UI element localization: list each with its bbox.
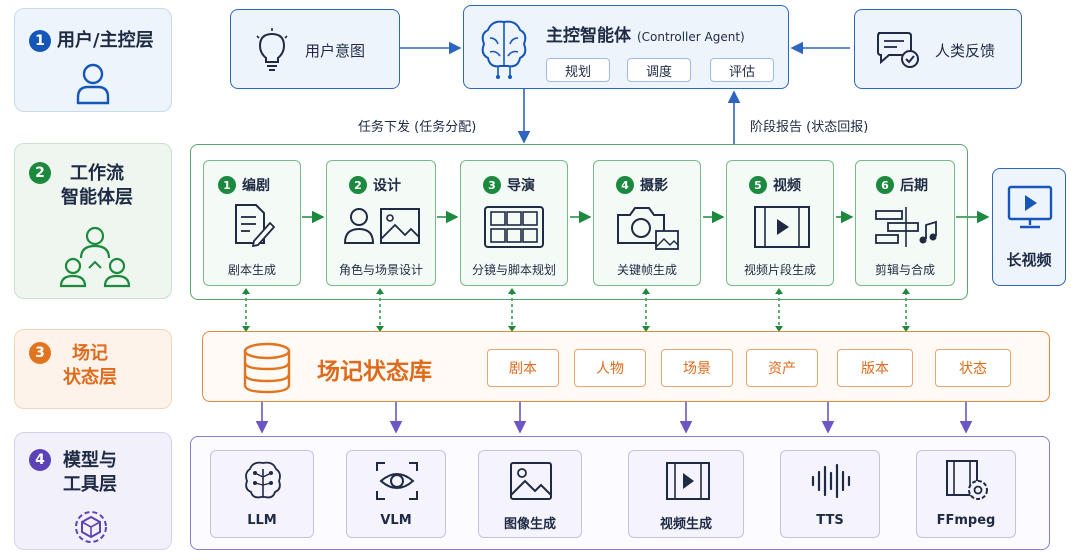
film-gear-icon: [946, 460, 988, 500]
step-number: 5: [749, 176, 767, 194]
model-label: FFmpeg: [936, 513, 996, 528]
database-icon: [243, 342, 291, 394]
step-number: 3: [483, 176, 501, 194]
model-tool-frame: [190, 436, 1050, 550]
model-label: TTS: [816, 513, 844, 528]
pill-evaluate: 评估: [710, 58, 774, 82]
step-cinematography: 4 摄影 关键帧生成: [593, 160, 701, 286]
step-number: 2: [349, 176, 367, 194]
layer-1-number: 1: [29, 30, 51, 52]
state-pill-script: 剧本: [487, 349, 559, 387]
step-title: 后期: [900, 178, 928, 194]
long-video-output: 长视频: [992, 168, 1066, 286]
layer-4-title-line1: 模型与: [63, 450, 117, 471]
model-tts: TTS: [780, 450, 880, 538]
layer-3-number: 3: [29, 342, 51, 364]
layer-1-label: 1 用户/主控层: [14, 8, 172, 112]
layer-3-title-line2: 状态层: [63, 367, 117, 388]
state-pill-characters: 人物: [574, 349, 646, 387]
workflow-frame: [190, 144, 968, 300]
team-icon: [59, 226, 131, 288]
step-title: 编剧: [242, 178, 270, 194]
step-post-production: 6 后期 剪辑与合成: [855, 160, 955, 286]
monitor-play-icon: [1007, 185, 1053, 229]
layer-4-label: 4 模型与 工具层: [14, 432, 172, 550]
sound-wave-icon: [811, 463, 851, 499]
layer-2-title-line1: 工作流: [70, 163, 124, 184]
brain-icon: [481, 20, 527, 79]
layer-4-number: 4: [29, 449, 51, 471]
model-ffmpeg: FFmpeg: [916, 450, 1016, 538]
user-icon: [76, 63, 110, 105]
step-number: 1: [218, 176, 236, 194]
state-pill-status: 状态: [935, 349, 1011, 387]
step-number: 6: [876, 176, 894, 194]
long-video-label: 长视频: [1006, 251, 1052, 269]
state-pill-scenes: 场景: [661, 349, 733, 387]
step-title: 导演: [507, 178, 535, 194]
eye-scan-icon: [376, 462, 418, 500]
model-label: 视频生成: [659, 517, 712, 532]
step-screenwriter: 1 编剧 剧本生成: [203, 160, 301, 286]
model-vlm: VLM: [346, 450, 446, 538]
character-scene-icon: [343, 208, 420, 244]
pill-schedule: 调度: [627, 58, 691, 82]
camera-icon: [617, 207, 679, 250]
step-subtitle: 角色与场景设计: [338, 263, 423, 277]
dispatch-label: 任务下发 (任务分配): [358, 120, 477, 135]
layer-2-number: 2: [29, 162, 51, 184]
report-label: 阶段报告 (状态回报): [750, 120, 869, 135]
state-pill-versions: 版本: [837, 349, 913, 387]
layer-2-title-line2: 智能体层: [61, 187, 133, 208]
lightbulb-icon: [256, 28, 288, 71]
layer-2-label: 2 工作流 智能体层: [14, 143, 172, 299]
neural-brain-icon: [245, 461, 281, 499]
layer-3-title-line1: 场记: [72, 343, 108, 364]
step-subtitle: 视频片段生成: [743, 263, 816, 277]
state-store-frame: 场记状态库 剧本 人物 场景 资产 版本 状态: [202, 331, 1050, 402]
human-feedback-label: 人类反馈: [935, 42, 996, 60]
model-label: 图像生成: [503, 517, 556, 532]
storyboard-icon: [484, 206, 544, 248]
script-edit-icon: [235, 204, 276, 247]
layer-1-title: 用户/主控层: [57, 30, 154, 51]
model-label: VLM: [380, 513, 412, 528]
controller-agent-card: 主控智能体 (Controller Agent) 规划 调度 评估: [463, 5, 789, 89]
model-label: LLM: [247, 513, 277, 528]
state-store-title: 场记状态库: [317, 359, 432, 385]
step-title: 视频: [773, 178, 801, 194]
step-subtitle: 剧本生成: [227, 263, 276, 277]
step-title: 设计: [373, 178, 401, 194]
layer-4-title-line2: 工具层: [63, 474, 117, 495]
controller-title: 主控智能体: [546, 26, 631, 46]
step-number: 4: [616, 176, 634, 194]
pill-plan: 规划: [546, 58, 610, 82]
step-design: 2 设计 角色与场景设计: [326, 160, 436, 286]
human-feedback-card: 人类反馈: [854, 9, 1022, 89]
model-image-generation: 图像生成: [478, 450, 582, 538]
controller-en-title: (Controller Agent): [637, 30, 745, 44]
step-subtitle: 关键帧生成: [616, 263, 677, 277]
step-director: 3 导演 分镜与脚本规划: [460, 160, 568, 286]
step-title: 摄影: [640, 178, 668, 194]
model-llm: LLM: [210, 450, 314, 538]
step-video: 5 视频 视频片段生成: [726, 160, 834, 286]
state-pill-assets: 资产: [746, 349, 818, 387]
step-subtitle: 剪辑与合成: [874, 263, 935, 277]
editing-timeline-icon: [875, 207, 937, 247]
tool-cube-icon: [75, 511, 107, 543]
video-clip-icon: [754, 206, 810, 248]
model-video-generation: 视频生成: [628, 450, 744, 538]
user-intent-card: 用户意图: [230, 9, 400, 89]
feedback-chat-icon: [877, 32, 919, 68]
layer-3-label: 3 场记 状态层: [14, 329, 172, 409]
video-film-icon: [666, 462, 710, 500]
user-intent-label: 用户意图: [305, 42, 366, 60]
step-subtitle: 分镜与脚本规划: [471, 263, 556, 277]
image-icon: [510, 462, 552, 500]
